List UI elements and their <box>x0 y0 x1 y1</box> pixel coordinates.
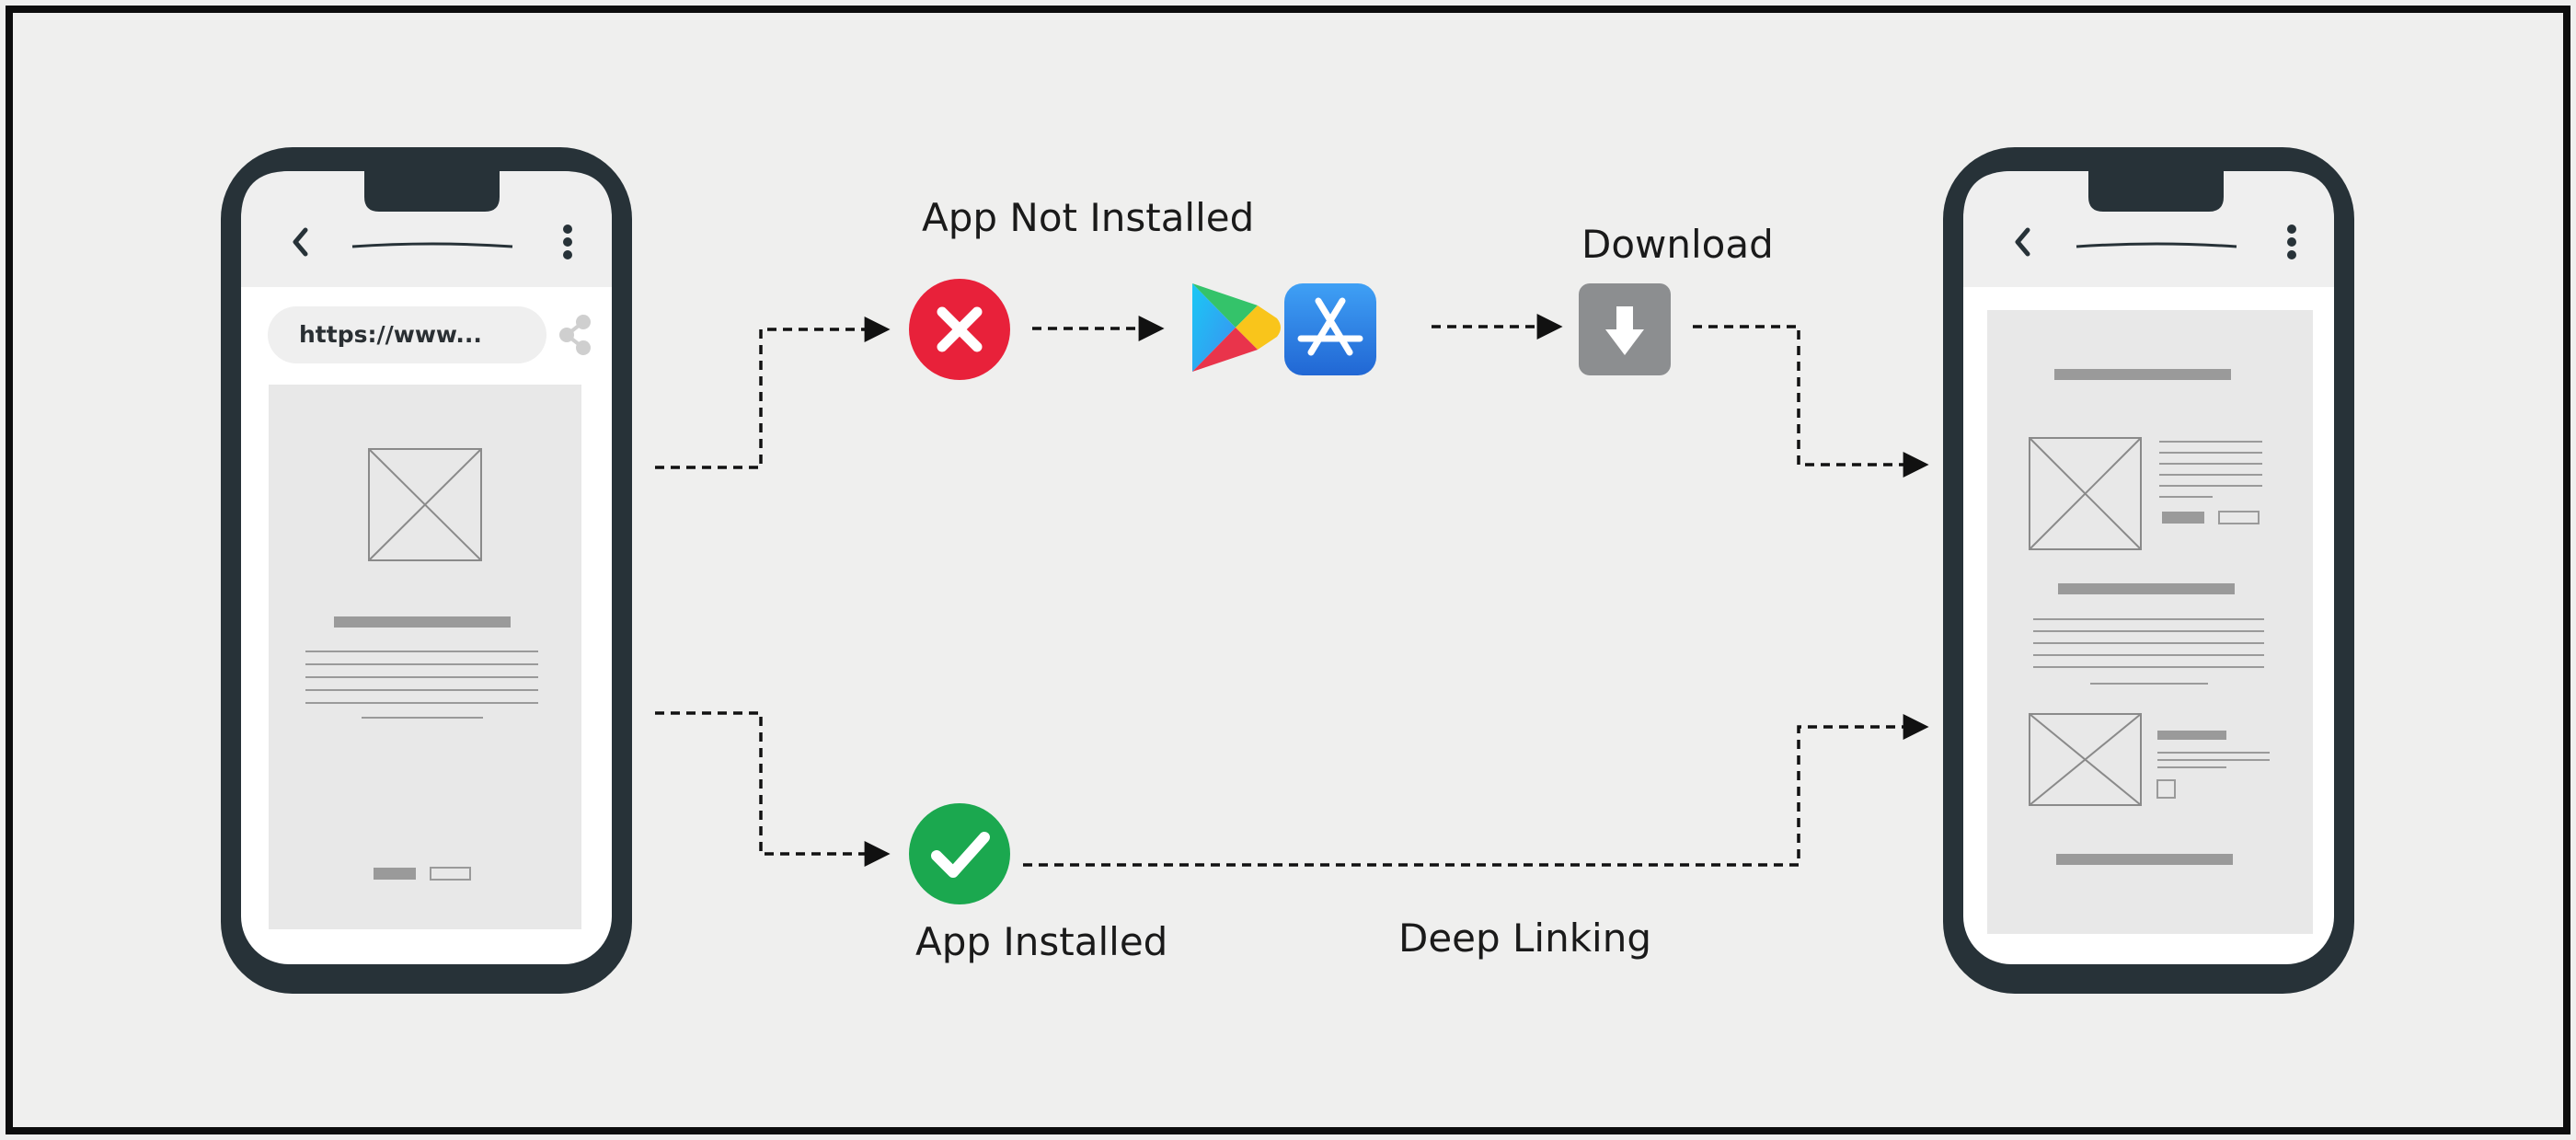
download-arrow-icon[interactable] <box>1579 283 1671 375</box>
outer-frame <box>6 6 2570 1134</box>
label-app-installed: App Installed <box>915 919 1168 964</box>
list-text-lines <box>2157 752 2270 768</box>
title-line <box>351 242 513 248</box>
heading-placeholder <box>2054 369 2231 380</box>
title-line <box>2076 242 2237 248</box>
connector-download-to-app <box>1693 325 1929 478</box>
cross-circle-icon <box>909 279 1010 380</box>
checkbox-placeholder <box>2156 779 2176 799</box>
button-placeholder-outline <box>2218 511 2260 524</box>
heading-placeholder <box>334 616 511 628</box>
kebab-menu-icon[interactable] <box>2287 225 2296 259</box>
connector-installed <box>655 711 891 867</box>
text-placeholder-lines <box>2159 441 2262 498</box>
app-content-panel <box>1987 310 2313 934</box>
phone-notch <box>2088 171 2224 212</box>
label-download: Download <box>1581 222 1774 267</box>
label-deep-linking: Deep Linking <box>1398 915 1651 961</box>
phone-notch <box>364 171 500 212</box>
google-play-icon[interactable] <box>1192 283 1281 372</box>
share-icon[interactable] <box>559 315 591 355</box>
connector-deep-link <box>1023 714 1929 867</box>
url-bar[interactable] <box>268 306 546 363</box>
flow-connectors <box>655 314 1929 867</box>
app-phone <box>1943 147 2354 994</box>
url-text: https://www... <box>299 321 482 348</box>
page-content-panel <box>269 385 581 929</box>
pagination-dot-inactive <box>430 867 471 881</box>
screen-header-bar <box>1963 171 2334 287</box>
screen-header-bar <box>241 171 612 287</box>
kebab-menu-icon[interactable] <box>563 225 572 259</box>
subheading-placeholder <box>2058 583 2235 594</box>
list-heading-placeholder <box>2157 731 2226 740</box>
footer-placeholder <box>2056 854 2233 865</box>
image-placeholder-icon <box>2029 437 2142 550</box>
button-placeholder-filled <box>2162 512 2204 524</box>
app-store-icon[interactable] <box>1284 283 1376 375</box>
back-chevron-icon[interactable] <box>293 227 308 257</box>
text-placeholder-lines <box>2033 618 2264 685</box>
connector-not-installed <box>655 317 891 469</box>
browser-phone <box>221 147 632 994</box>
check-circle-icon <box>909 803 1010 904</box>
label-app-not-installed: App Not Installed <box>922 195 1255 240</box>
text-placeholder-lines <box>305 651 538 719</box>
pagination-dot-active <box>374 868 416 880</box>
back-chevron-icon[interactable] <box>2015 227 2030 257</box>
image-placeholder-icon <box>368 448 482 561</box>
image-placeholder-icon <box>2029 713 2142 806</box>
